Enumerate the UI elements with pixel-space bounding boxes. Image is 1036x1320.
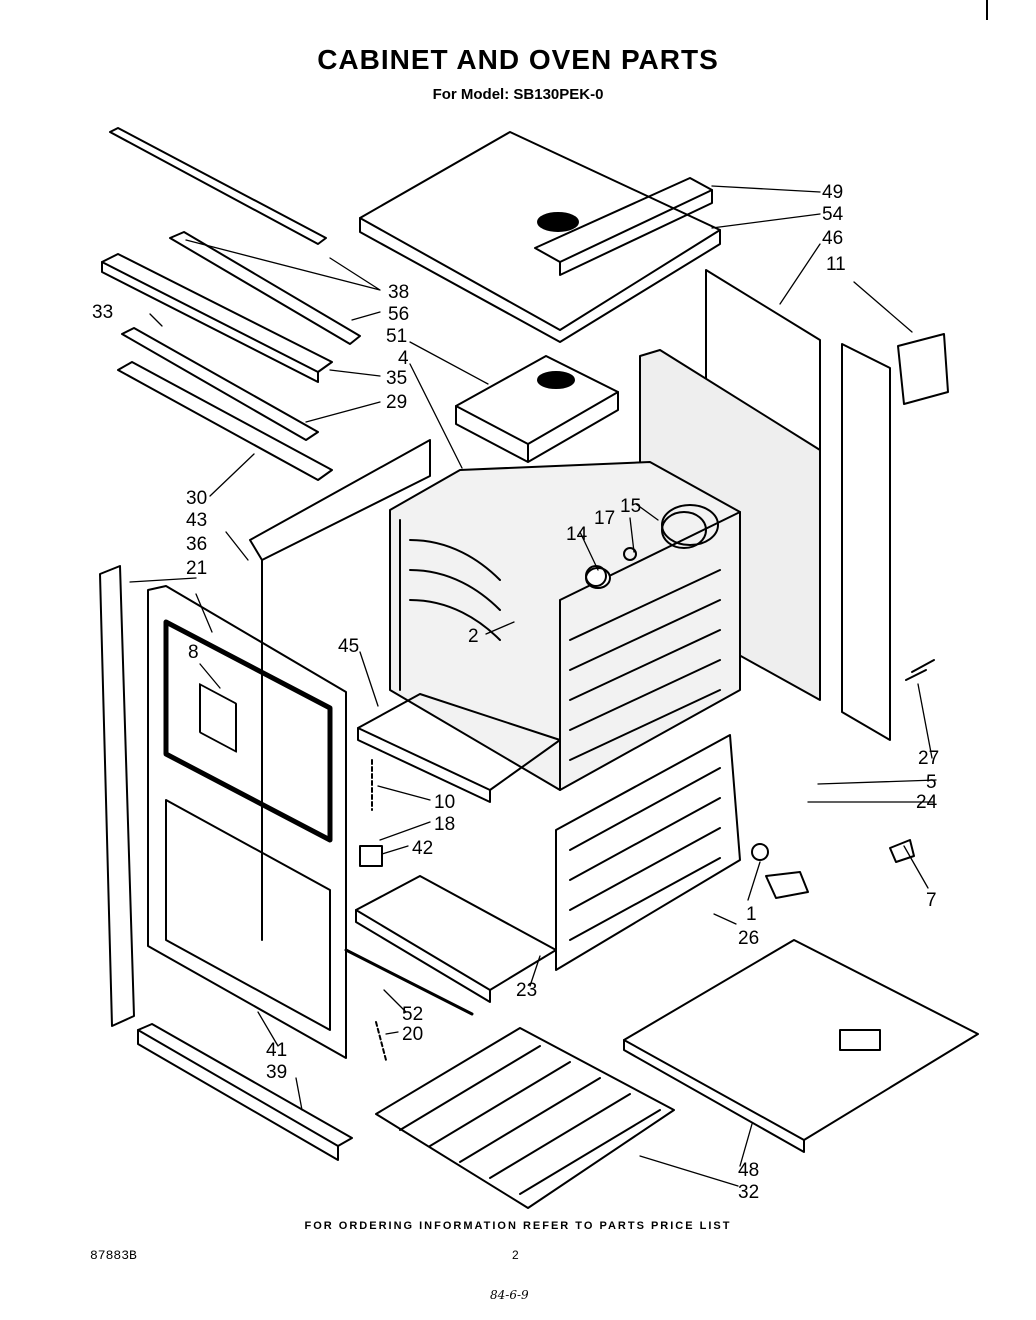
label-1: 1 [746, 904, 757, 925]
leader-lines [129, 185, 937, 1187]
page-number: 2 [512, 1248, 519, 1262]
label-8: 8 [188, 642, 199, 663]
broil-tray-part [355, 693, 561, 1003]
drawing-code: 87883B [90, 1248, 137, 1263]
handwritten-note: 84-6-9 [490, 1288, 529, 1302]
terminal-block-parts [751, 839, 915, 899]
label-43: 43 [186, 510, 207, 531]
top-panel-part [359, 131, 721, 343]
label-26: 26 [738, 928, 759, 949]
label-52: 52 [402, 1004, 423, 1025]
label-33: 33 [92, 302, 113, 323]
door-spring-parts [344, 759, 474, 1061]
vent-duct-part [455, 355, 619, 463]
page-title: CABINET AND OVEN PARTS [317, 44, 719, 75]
bottom-panel-part [623, 939, 979, 1153]
label-2: 2 [468, 626, 479, 647]
label-17: 17 [594, 508, 615, 529]
door-side-trim-part [99, 439, 431, 1027]
label-24: 24 [916, 792, 938, 813]
oven-door-part [147, 585, 347, 1059]
oven-side-liner-part [555, 734, 741, 971]
label-49: 49 [822, 182, 843, 203]
label-51: 51 [386, 326, 407, 347]
label-38: 38 [388, 282, 409, 303]
label-45: 45 [338, 636, 359, 657]
label-36: 36 [186, 534, 207, 555]
label-48: 48 [738, 1160, 759, 1181]
rear-bracket-part [841, 333, 949, 741]
oven-cavity-part [389, 461, 741, 791]
label-20: 20 [402, 1024, 423, 1045]
label-32: 32 [738, 1182, 759, 1203]
label-11: 11 [826, 254, 846, 275]
label-29: 29 [386, 392, 407, 413]
page-corner-mark [986, 0, 988, 20]
label-56: 56 [388, 304, 409, 325]
top-trim-strips [101, 127, 361, 481]
label-42: 42 [412, 838, 433, 859]
part-labels: 49 54 46 11 38 56 33 51 4 35 29 30 43 36… [92, 182, 939, 1203]
label-7: 7 [926, 890, 937, 911]
label-39: 39 [266, 1062, 287, 1083]
label-41: 41 [266, 1040, 287, 1061]
model-subtitle: For Model: SB130PEK-0 [432, 86, 604, 103]
label-54: 54 [822, 204, 844, 225]
ordering-info-note: FOR ORDERING INFORMATION REFER TO PARTS … [304, 1220, 732, 1232]
label-5: 5 [926, 772, 937, 793]
label-46: 46 [822, 228, 843, 249]
label-14: 14 [566, 524, 588, 545]
label-21: 21 [186, 558, 207, 579]
label-10: 10 [434, 792, 455, 813]
oven-rack-part [375, 1027, 675, 1209]
kickplate-part [137, 1023, 353, 1161]
label-23: 23 [516, 980, 537, 1001]
oven-light-parts [585, 511, 707, 587]
label-30: 30 [186, 488, 207, 509]
label-15: 15 [620, 496, 641, 517]
label-27: 27 [918, 748, 939, 769]
label-4: 4 [398, 348, 409, 369]
label-35: 35 [386, 368, 407, 389]
label-18: 18 [434, 814, 455, 835]
